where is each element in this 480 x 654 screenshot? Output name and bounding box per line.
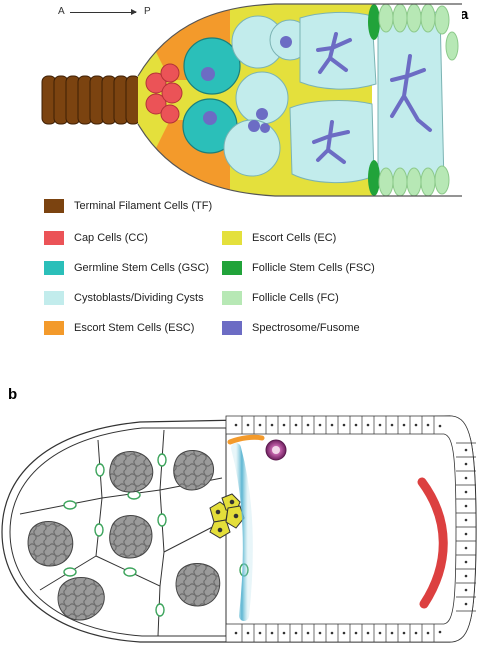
legend-swatch <box>44 321 64 335</box>
germline-stem-cells <box>182 37 241 154</box>
follicle-cell-nuclei <box>234 423 468 635</box>
legend-swatch <box>222 321 242 335</box>
legend-swatch <box>222 261 242 275</box>
oocyte-anterior-cortex <box>231 443 253 621</box>
legend-item-cc: Cap Cells (CC) <box>44 229 148 247</box>
terminal-filament-cells <box>41 75 141 125</box>
legend-item-fusome: Spectrosome/Fusome <box>222 319 360 337</box>
egg-chamber-outline <box>1 415 477 643</box>
panel-a-label: a <box>460 6 469 23</box>
panel-b-label: b <box>8 386 18 403</box>
follicle-cell-boundaries <box>241 416 476 642</box>
follicle-layer-inner <box>9 427 227 637</box>
legend-label: Spectrosome/Fusome <box>252 322 360 334</box>
legend-item-tf: Terminal Filament Cells (TF) <box>44 197 212 215</box>
border-cells <box>209 493 245 539</box>
legend-swatch <box>222 291 242 305</box>
follicle-stem-cell-bottom <box>368 160 380 196</box>
legend-swatch <box>44 231 64 245</box>
legend-label: Cap Cells (CC) <box>74 232 148 244</box>
legend-swatch <box>44 261 64 275</box>
nurse-cell-boundaries <box>19 429 227 637</box>
legend-item-gsc: Germline Stem Cells (GSC) <box>44 259 209 277</box>
legend-item-fsc: Follicle Stem Cells (FSC) <box>222 259 375 277</box>
legend-swatch <box>222 231 242 245</box>
legend-item-cysts: Cystoblasts/Dividing Cysts <box>44 289 204 307</box>
oocyte-nucleolus <box>272 446 280 454</box>
posterior-axis-label: P <box>144 6 151 17</box>
legend-item-fc: Follicle Cells (FC) <box>222 289 339 307</box>
germarium-outline-bottom <box>137 123 462 197</box>
oocyte-posterior-pole <box>417 477 448 609</box>
legend-label: Cystoblasts/Dividing Cysts <box>74 292 204 304</box>
spectrosomes-fusomes <box>248 36 292 133</box>
legend-item-esc: Escort Stem Cells (ESC) <box>44 319 194 337</box>
ring-canals <box>63 453 249 617</box>
follicle-epithelium <box>225 415 477 643</box>
legend-label: Follicle Stem Cells (FSC) <box>252 262 375 274</box>
nurse-cell-nuclei <box>27 450 221 621</box>
germarium-diagram <box>41 3 462 197</box>
legend-swatch <box>44 291 64 305</box>
anterior-marker-orange <box>227 434 265 445</box>
legend-swatch <box>44 199 64 213</box>
germarium-outline-top <box>137 3 462 77</box>
anterior-posterior-arrow <box>70 9 137 15</box>
legend-label: Follicle Cells (FC) <box>252 292 339 304</box>
oocyte-nucleus <box>265 439 287 461</box>
legend-label: Escort Cells (EC) <box>252 232 337 244</box>
legend-label: Escort Stem Cells (ESC) <box>74 322 195 334</box>
legend-label: Germline Stem Cells (GSC) <box>74 262 210 274</box>
anterior-axis-label: A <box>58 6 65 17</box>
follicle-cells <box>378 3 459 197</box>
legend-label: Terminal Filament Cells (TF) <box>74 200 213 212</box>
follicle-stem-cell-top <box>368 4 380 40</box>
fusome-branches <box>312 32 432 164</box>
legend-item-ec: Escort Cells (EC) <box>222 229 336 247</box>
cap-cells <box>145 63 183 124</box>
legend: Terminal Filament Cells (TF) Cap Cells (… <box>44 197 464 347</box>
